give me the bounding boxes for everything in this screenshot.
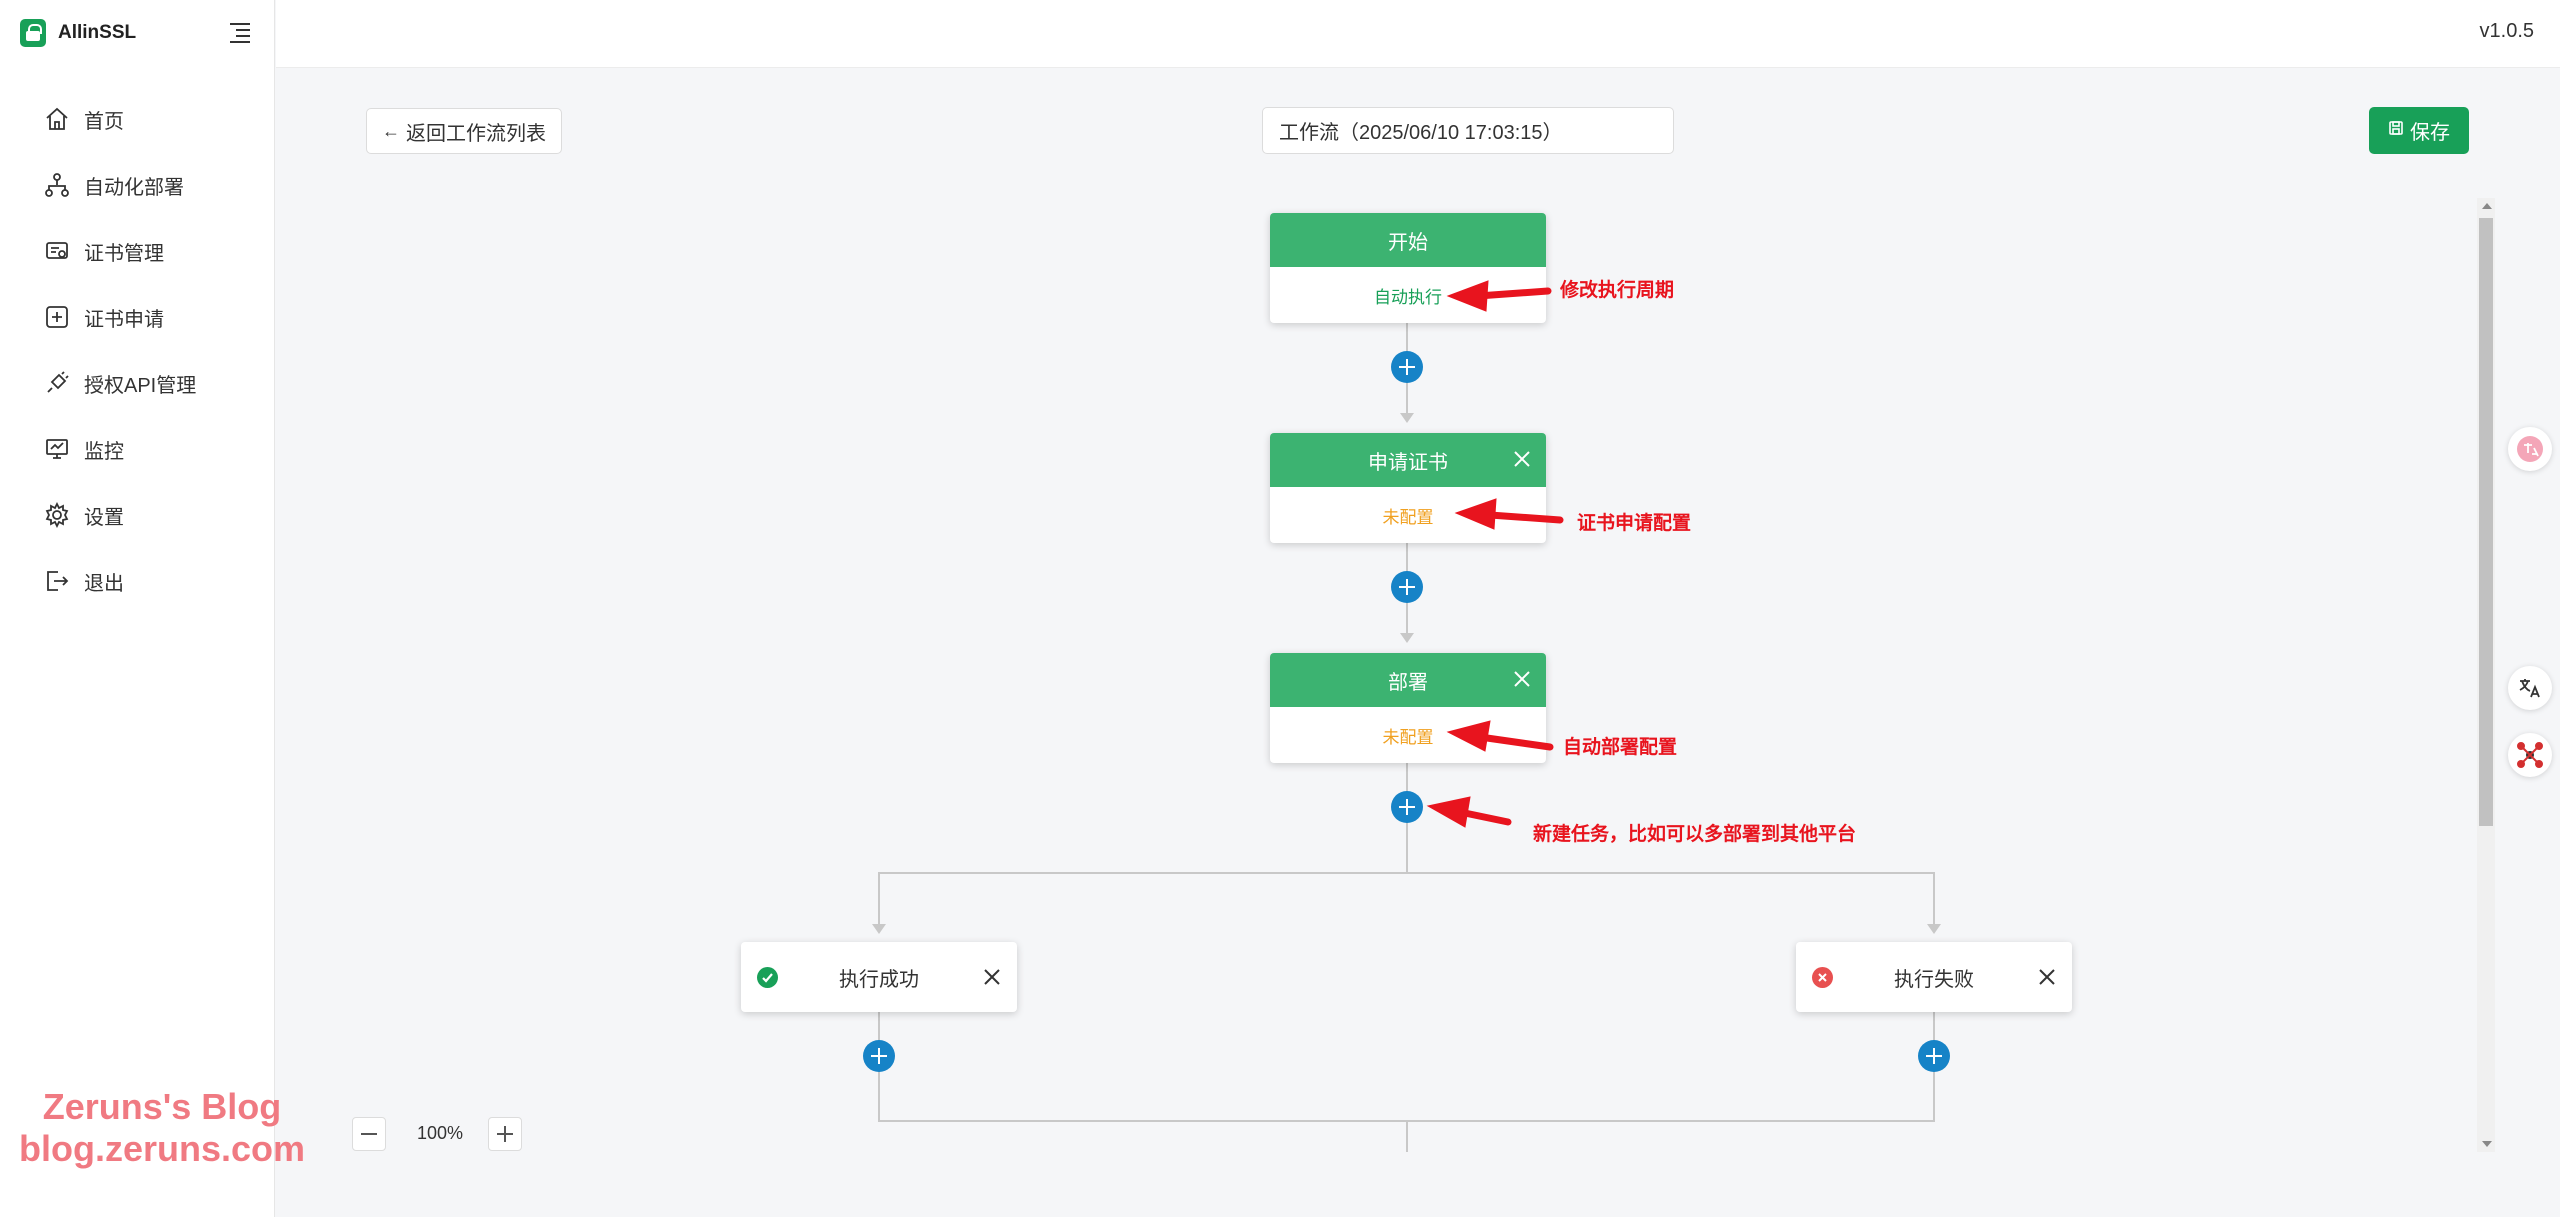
- workflow-name-input[interactable]: 工作流（2025/06/10 17:03:15）: [1262, 107, 1674, 154]
- canvas-scrollbar[interactable]: [2477, 198, 2495, 1152]
- language-icon: [2519, 679, 2540, 698]
- watermark: Zeruns's Blog blog.zeruns.com: [12, 1086, 312, 1170]
- certificate-icon: [44, 238, 70, 264]
- branch-node-fail[interactable]: 执行失败: [1796, 942, 2072, 1012]
- connector-arrow: [872, 924, 886, 934]
- watermark-line2: blog.zeruns.com: [18, 1128, 306, 1169]
- sidebar-item-logout[interactable]: 退出: [0, 548, 275, 614]
- save-button-label: 保存: [2410, 122, 2450, 144]
- add-node-button[interactable]: [1391, 791, 1423, 823]
- sidebar-item-label: 授权API管理: [84, 374, 197, 397]
- logout-icon: [44, 568, 70, 594]
- node-title: 部署: [1388, 671, 1428, 694]
- workflow-icon: [44, 172, 70, 198]
- check-circle-icon: [757, 967, 778, 988]
- brand[interactable]: AllinSSL: [20, 18, 136, 48]
- connector-line: [1406, 1120, 1408, 1152]
- zoom-out-button[interactable]: [352, 1117, 386, 1151]
- plug-icon: [44, 370, 70, 396]
- translate-float-button[interactable]: [2508, 427, 2552, 471]
- language-float-button[interactable]: [2508, 666, 2552, 710]
- sidebar-item-label: 设置: [84, 506, 124, 529]
- sidebar: AllinSSL 首页 自动化部署 证书管理: [0, 0, 275, 1217]
- add-square-icon: [44, 304, 70, 330]
- node-title: 申请证书: [1368, 451, 1448, 474]
- connector-arrow: [1927, 924, 1941, 934]
- app-name: AllinSSL: [58, 22, 137, 43]
- workflow-node-start[interactable]: 开始 自动执行: [1270, 213, 1546, 323]
- sidebar-item-label: 首页: [84, 110, 124, 133]
- branch-node-success[interactable]: 执行成功: [741, 942, 1017, 1012]
- connector-line: [878, 872, 1935, 874]
- monitor-icon: [44, 436, 70, 462]
- error-circle-icon: [1812, 967, 1833, 988]
- connector-line: [878, 872, 880, 924]
- add-node-button[interactable]: [1918, 1040, 1950, 1072]
- close-icon[interactable]: [1512, 449, 1532, 469]
- sidebar-item-label: 退出: [84, 572, 124, 595]
- back-button-label: 返回工作流列表: [406, 122, 546, 145]
- app-version: v1.0.5: [2479, 20, 2534, 42]
- gear-icon: [44, 502, 70, 528]
- branch-label: 执行失败: [1894, 968, 1974, 991]
- close-icon[interactable]: [1512, 669, 1532, 689]
- save-icon: [2388, 119, 2404, 142]
- scroll-down-arrow-icon[interactable]: [2482, 1141, 2492, 1147]
- sidebar-item-apply[interactable]: 证书申请: [0, 284, 275, 350]
- back-to-workflow-list-button[interactable]: ← 返回工作流列表: [366, 108, 562, 154]
- arrow-left-icon: ←: [382, 120, 400, 141]
- home-icon: [44, 106, 70, 132]
- branch-label: 执行成功: [839, 968, 919, 991]
- sidebar-item-label: 监控: [84, 440, 124, 463]
- sidebar-item-automation[interactable]: 自动化部署: [0, 152, 275, 218]
- sidebar-item-settings[interactable]: 设置: [0, 482, 275, 548]
- sidebar-menu: 首页 自动化部署 证书管理 证书申请 授权API管理: [0, 86, 275, 614]
- connector-arrow: [1400, 413, 1414, 423]
- annotation-add-task: 新建任务，比如可以多部署到其他平台: [1533, 824, 1857, 845]
- scrollbar-thumb[interactable]: [2479, 218, 2493, 826]
- node-title: 开始: [1270, 213, 1546, 267]
- add-node-button[interactable]: [1391, 351, 1423, 383]
- scroll-up-arrow-icon[interactable]: [2482, 203, 2492, 209]
- add-node-button[interactable]: [863, 1040, 895, 1072]
- zoom-in-button[interactable]: [488, 1117, 522, 1151]
- sidebar-item-label: 证书管理: [84, 242, 164, 265]
- annotation-deploy: 自动部署配置: [1563, 737, 1678, 758]
- zoom-level: 100%: [416, 1123, 464, 1143]
- add-node-button[interactable]: [1391, 571, 1423, 603]
- save-button[interactable]: 保存: [2369, 107, 2469, 154]
- node-status: 未配置: [1382, 507, 1434, 527]
- sidebar-item-api[interactable]: 授权API管理: [0, 350, 275, 416]
- close-icon[interactable]: [981, 966, 1003, 988]
- watermark-line1: Zeruns's Blog: [42, 1086, 282, 1127]
- translate-icon: [2517, 436, 2543, 462]
- sidebar-item-home[interactable]: 首页: [0, 86, 275, 152]
- close-icon[interactable]: [2036, 966, 2058, 988]
- lock-logo-icon: [20, 19, 46, 47]
- workflow-node-apply-cert[interactable]: 申请证书 未配置: [1270, 433, 1546, 543]
- sidebar-item-monitor[interactable]: 监控: [0, 416, 275, 482]
- mindmap-float-button[interactable]: [2508, 733, 2552, 777]
- mindmap-icon: [2517, 742, 2543, 768]
- node-status: 未配置: [1382, 727, 1434, 747]
- connector-line: [1933, 872, 1935, 924]
- workflow-node-deploy[interactable]: 部署 未配置: [1270, 653, 1546, 763]
- annotation-start: 修改执行周期: [1560, 280, 1675, 301]
- sidebar-item-label: 自动化部署: [84, 176, 184, 199]
- node-status: 自动执行: [1374, 287, 1442, 307]
- top-header: v1.0.5: [276, 0, 2560, 68]
- sidebar-item-label: 证书申请: [84, 308, 164, 331]
- annotation-apply: 证书申请配置: [1577, 513, 1692, 534]
- sidebar-item-certificates[interactable]: 证书管理: [0, 218, 275, 284]
- collapse-sidebar-button[interactable]: [228, 20, 252, 44]
- connector-arrow: [1400, 633, 1414, 643]
